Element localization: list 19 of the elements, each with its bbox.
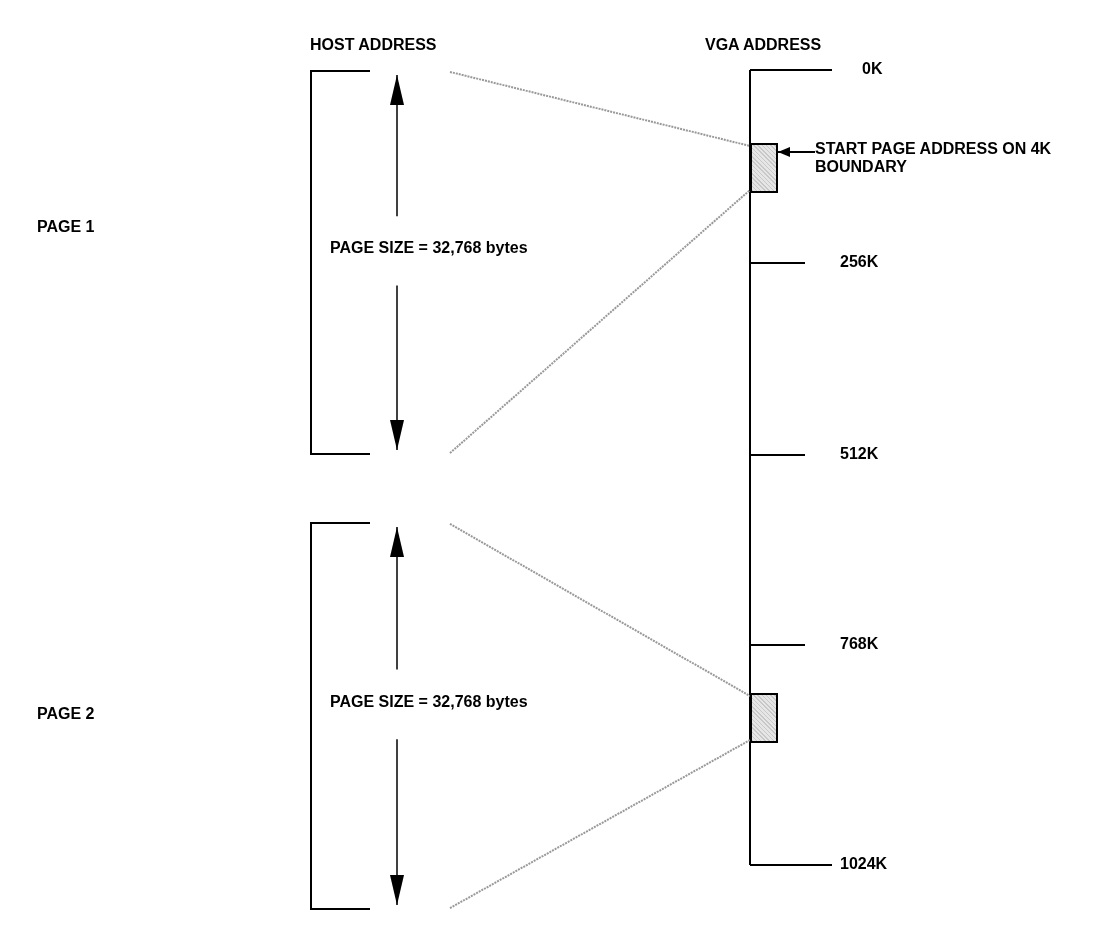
- address-label: 0K: [862, 60, 883, 78]
- page-label: PAGE 2: [37, 705, 95, 723]
- mapping-line: [449, 189, 751, 455]
- address-label: 256K: [840, 253, 879, 271]
- column-heading: HOST ADDRESS: [310, 36, 437, 54]
- page-size-label: PAGE SIZE = 32,768 bytes: [330, 692, 528, 711]
- address-label: 512K: [840, 445, 879, 463]
- memory-block: [750, 693, 778, 743]
- mapping-line: [449, 522, 751, 697]
- column-heading: VGA ADDRESS: [705, 36, 822, 54]
- memory-block: [750, 143, 778, 193]
- callout-text: START PAGE ADDRESS ON 4K BOUNDARY: [815, 140, 1105, 186]
- page-size-label: PAGE SIZE = 32,768 bytes: [330, 239, 528, 258]
- mapping-line: [449, 739, 751, 910]
- address-label: 768K: [840, 635, 879, 653]
- mapping-line: [449, 70, 751, 147]
- address-label: 1024K: [840, 855, 888, 873]
- page-label: PAGE 1: [37, 218, 95, 236]
- arrow: [777, 147, 816, 157]
